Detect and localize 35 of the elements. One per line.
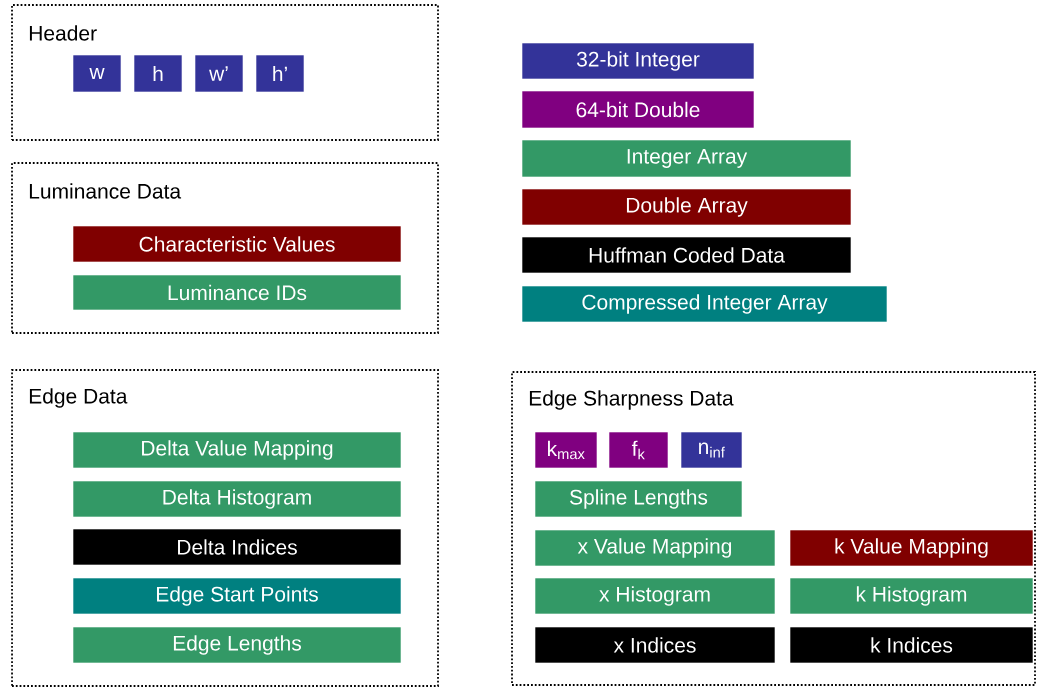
field-box: k Indices <box>789 626 1034 664</box>
section-title: Luminance Data <box>29 183 182 199</box>
section-frame <box>11 369 439 687</box>
field-box: w’ <box>194 54 244 93</box>
field-box: h <box>133 54 183 93</box>
field-box: w <box>72 54 122 93</box>
section-title: Edge Data <box>29 388 128 408</box>
legend-box: Double Array <box>521 188 852 226</box>
legend-box: 32-bit Integer <box>521 42 755 80</box>
field-box: f$_{k}$ <box>608 431 669 469</box>
field-box: Edge Lengths <box>72 626 402 664</box>
field-box: k Histogram <box>789 577 1034 615</box>
field-box: n$_{inf}$ <box>680 431 743 469</box>
section-frame <box>11 162 439 334</box>
field-box: Delta Value Mapping <box>72 431 402 469</box>
section-title: Header <box>29 25 97 41</box>
section-frame <box>11 4 439 141</box>
field-box: Delta Indices <box>72 528 402 566</box>
section-title: Edge Sharpness Data <box>529 390 734 410</box>
field-box: k$_{max}$ <box>534 431 598 469</box>
field-box: x Value Mapping <box>534 529 776 567</box>
field-box: x Indices <box>534 626 776 664</box>
legend-box: Compressed Integer Array <box>521 285 888 323</box>
field-box: Characteristic Values <box>72 225 402 263</box>
field-box: Delta Histogram <box>72 480 402 518</box>
field-box: h’ <box>255 54 305 93</box>
field-box: Spline Lengths <box>534 480 743 518</box>
section-frame <box>511 371 1036 686</box>
field-box: x Histogram <box>534 577 776 615</box>
legend-box: 64-bit Double <box>521 90 755 129</box>
field-box: k Value Mapping <box>789 529 1034 567</box>
field-box: Luminance IDs <box>72 274 402 311</box>
field-box: Edge Start Points <box>72 577 402 615</box>
legend-box: Integer Array <box>521 139 852 178</box>
legend-box: Huffman Coded Data <box>521 236 852 274</box>
